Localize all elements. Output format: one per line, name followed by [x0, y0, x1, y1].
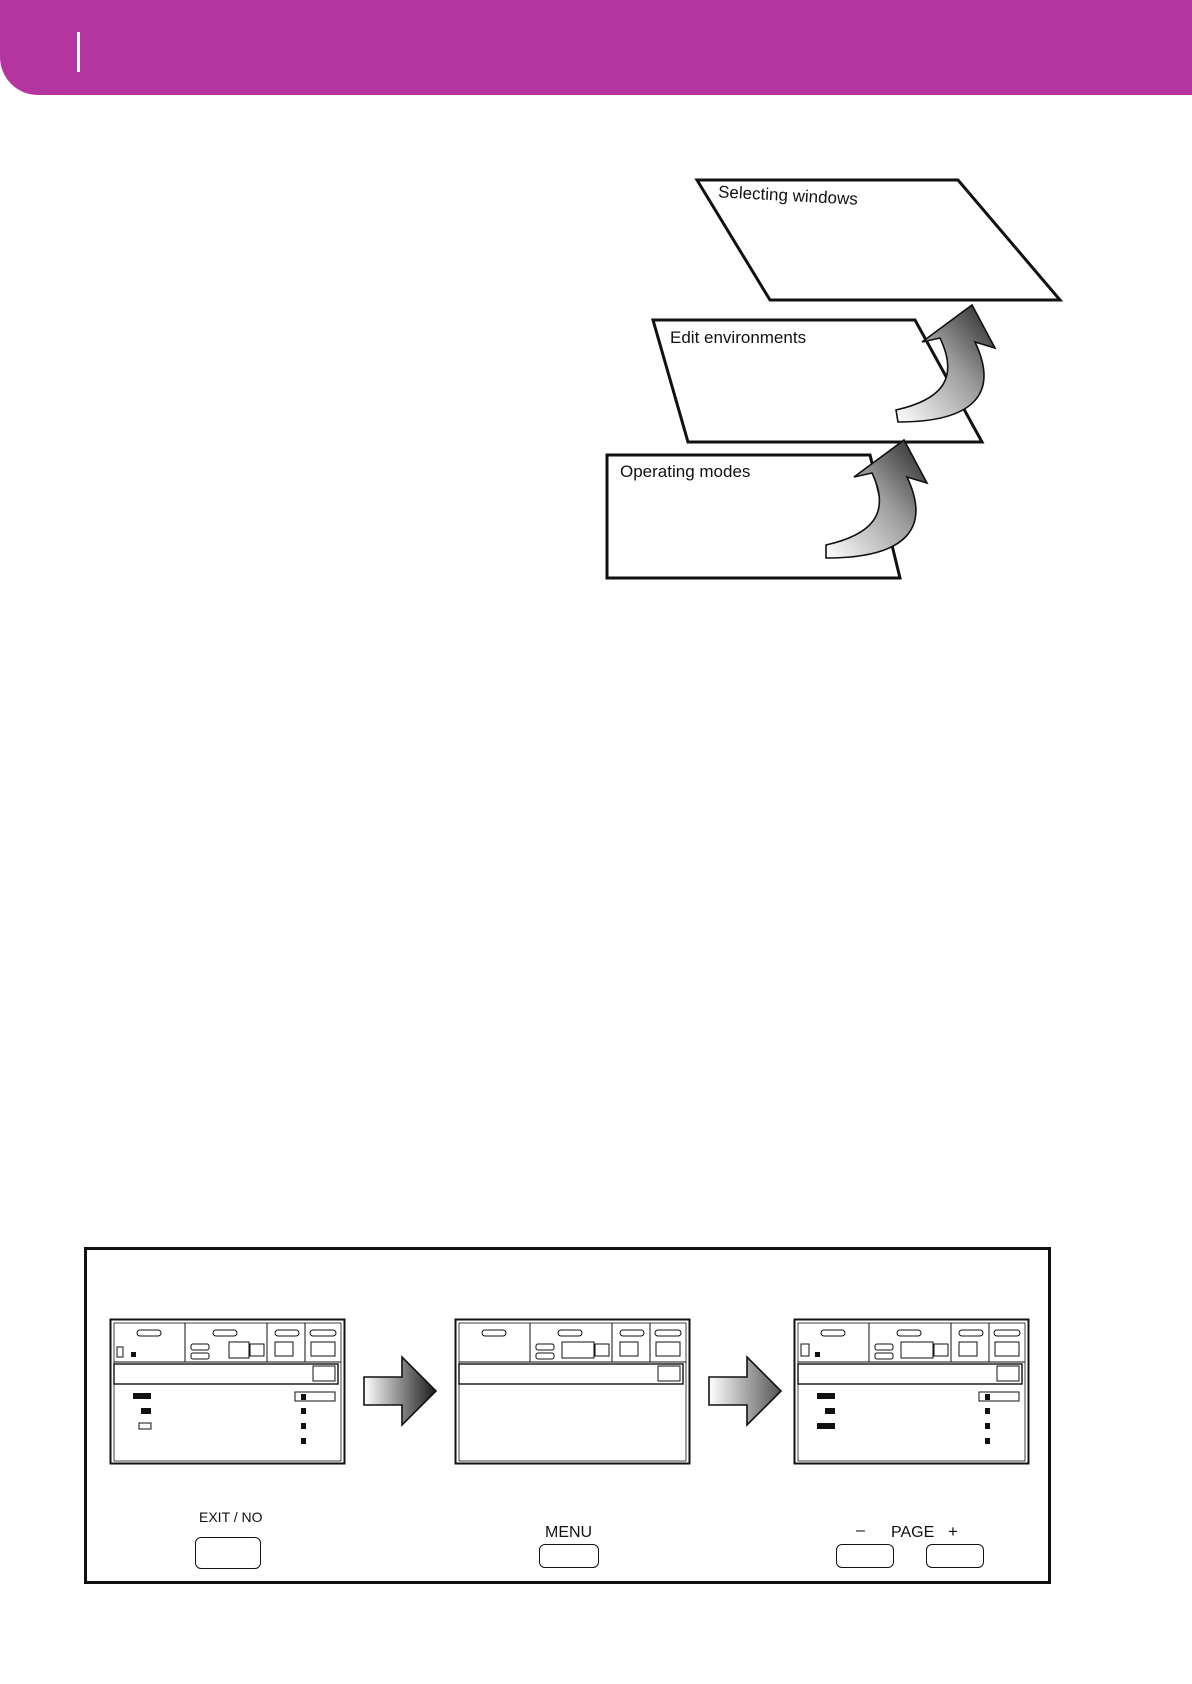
layer-diagram: Selecting windows Edit environments Oper… [600, 170, 1080, 590]
page-minus-button[interactable] [836, 1544, 894, 1568]
page-plus-button[interactable] [926, 1544, 984, 1568]
page-label: PAGE [891, 1524, 934, 1542]
exit-no-label: EXIT / NO [199, 1509, 263, 1525]
header-divider [77, 32, 80, 72]
step-arrow-2 [707, 1355, 783, 1427]
exit-no-button[interactable] [195, 1537, 261, 1569]
layer-diagram-shapes [600, 170, 1080, 590]
layer-label-operating-modes: Operating modes [620, 462, 750, 482]
page-minus-sign: – [856, 1522, 865, 1540]
procedure-box: EXIT / NO MENU – PAGE + [84, 1247, 1051, 1584]
lcd-display-menu [454, 1318, 691, 1465]
page-header-band [0, 0, 1192, 95]
menu-button[interactable] [539, 1544, 599, 1568]
step-arrow-1 [362, 1355, 438, 1427]
menu-label: MENU [545, 1524, 592, 1542]
lcd-display-edit-page [793, 1318, 1030, 1465]
page-plus-sign: + [948, 1522, 958, 1542]
layer-label-edit-environments: Edit environments [670, 328, 806, 348]
lcd-display-main [109, 1318, 346, 1465]
